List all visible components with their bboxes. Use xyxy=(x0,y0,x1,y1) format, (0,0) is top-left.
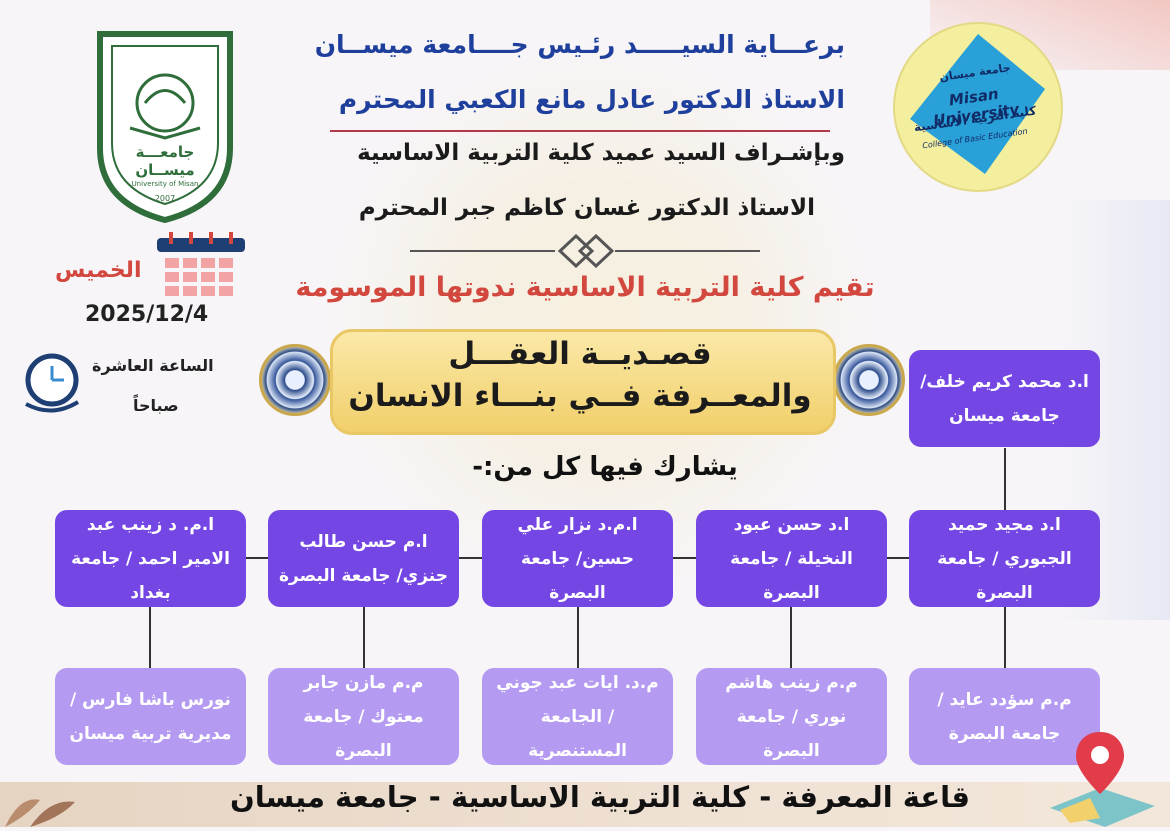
university-logo: جامعـــة ميســان University of Misan 200… xyxy=(90,28,240,224)
invite-text: تقيم كلية التربية الاساسية ندوتها الموسو… xyxy=(295,272,875,303)
event-time-period: صباحاً xyxy=(133,396,179,415)
rosette-right-icon xyxy=(833,344,905,416)
university-logo-year: 2007 xyxy=(154,194,176,203)
header-patronage: برعـــاية السيـــــد رئـيس جــــامعة ميس… xyxy=(314,30,845,59)
symposium-title-line1: قصـديــة العقـــل xyxy=(448,336,712,372)
title-banner-body xyxy=(330,329,836,435)
venue-text: قاعة المعرفة - كلية التربية الاساسية - ج… xyxy=(229,780,971,814)
participants-label: يشارك فيها كل من:- xyxy=(472,452,738,482)
symposium-title-line2: والمعــرفة فــي بنـــاء الانسان xyxy=(348,378,812,414)
connector-col3 xyxy=(577,606,579,669)
location-pin-icon xyxy=(1040,728,1160,831)
header-dean-name: الاستاذ الدكتور غسان كاظم جبر المحترم xyxy=(358,195,815,221)
leaf-decoration xyxy=(0,790,90,831)
connector-col1 xyxy=(1004,606,1006,669)
connector-col2 xyxy=(790,606,792,669)
speaker-card: نورس باشا فارس / مديرية تربية ميسان xyxy=(55,668,246,765)
footer-band xyxy=(0,782,1170,827)
ornament-icon xyxy=(556,233,616,272)
university-logo-line3: University of Misan xyxy=(131,180,199,188)
university-logo-line2: ميســان xyxy=(135,161,195,179)
speaker-card: ا.م. د زينب عبد الامير احمد / جامعة بغدا… xyxy=(55,510,246,607)
ornament-line-right xyxy=(615,250,760,252)
event-time: الساعة العاشرة xyxy=(92,356,214,375)
header-president-name: الاستاذ الدكتور عادل مانع الكعبي المحترم xyxy=(338,85,845,114)
speaker-card: م.د. ايات عبد جوني / الجامعة المستنصرية xyxy=(482,668,673,765)
connector-chair xyxy=(1004,448,1006,510)
clock-icon xyxy=(22,352,86,420)
speaker-card: ا.م حسن طالب جنزي/ جامعة البصرة xyxy=(268,510,459,607)
background-decoration xyxy=(320,40,880,600)
rosette-left-icon xyxy=(259,344,331,416)
speaker-card: م.م سؤدد عايد / جامعة البصرة xyxy=(909,668,1100,765)
speaker-card: ا.د حسن عبود النخيلة / جامعة البصرة xyxy=(696,510,887,607)
speaker-card: م.م زينب هاشم نوري / جامعة البصرة xyxy=(696,668,887,765)
event-day: الخميس xyxy=(55,258,142,283)
connector-col5 xyxy=(149,606,151,669)
chair-card: ا.د محمد كريم خلف/ جامعة ميسان xyxy=(909,350,1100,447)
university-logo-line1: جامعـــة xyxy=(135,143,195,161)
speaker-card: ا.د مجيد حميد الجبوري / جامعة البصرة xyxy=(909,510,1100,607)
calendar-icon xyxy=(155,232,247,302)
college-logo: جامعة ميسان Misan University كلية التربي… xyxy=(893,22,1063,192)
speaker-card: م.م مازن جابر معتوك / جامعة البصرة xyxy=(268,668,459,765)
speaker-card: ا.م.د نزار علي حسين/ جامعة البصرة xyxy=(482,510,673,607)
header-supervision: وبإشـراف السيد عميد كلية التربية الاساسي… xyxy=(357,140,845,166)
connector-col4 xyxy=(363,606,365,669)
header-divider xyxy=(330,130,830,132)
ornament-line-left xyxy=(410,250,555,252)
title-banner: قصـديــة العقـــل والمعــرفة فــي بنـــا… xyxy=(255,326,905,436)
event-date: 2025/12/4 xyxy=(85,302,209,327)
